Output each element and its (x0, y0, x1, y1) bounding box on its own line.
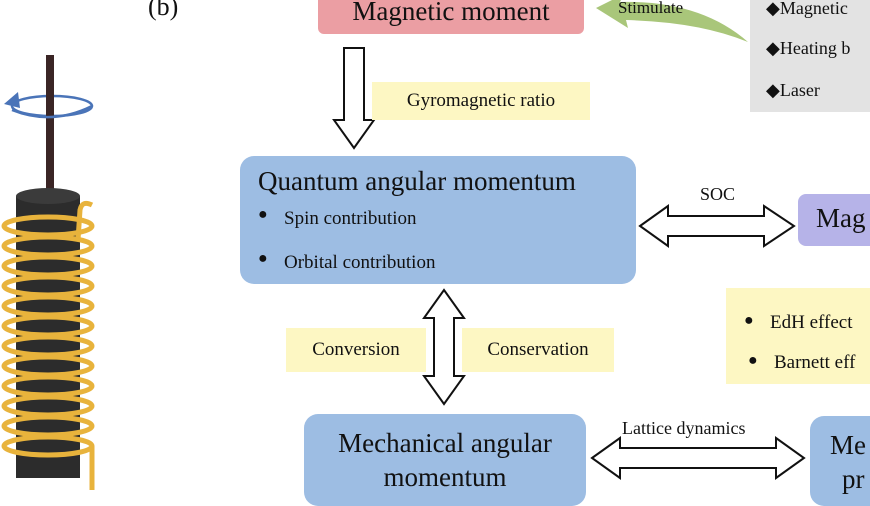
stimulate-arrow-icon (596, 0, 748, 42)
mechanical-property-box (810, 416, 870, 506)
conservation-bg (462, 328, 614, 372)
lattice-arrow (590, 436, 806, 480)
stimuli-panel (750, 0, 870, 112)
mag-label: Mag (816, 203, 866, 233)
me-label-line2: pr (842, 464, 865, 494)
spin-contribution: Spin contribution (284, 208, 417, 229)
stimulate-label: Stimulate (618, 0, 684, 17)
gyromagnetic-ratio-label: Gyromagnetic ratio (406, 90, 556, 111)
orbital-contribution: Orbital contribution (284, 252, 436, 273)
bullet-icon: ● (258, 250, 268, 267)
me-label-line1: Me (830, 430, 866, 460)
stimulus-item: ◆Heating b (766, 38, 851, 58)
bullet-icon: ● (744, 312, 754, 329)
double-arrow-icon (590, 436, 806, 480)
vertical-double-arrow-icon (422, 288, 466, 406)
rotation-arrow-icon (4, 92, 20, 108)
conservation-label: Conservation (487, 339, 589, 360)
effects-panel (726, 288, 870, 384)
lattice-dynamics-label: Lattice dynamics (622, 418, 746, 438)
conversion-arrow (422, 288, 466, 406)
coil-lead (75, 200, 94, 241)
magnetic-moment-box (318, 0, 584, 34)
gyro-down-arrow (332, 47, 376, 150)
mag-box (798, 194, 870, 246)
conversion-bg (286, 328, 426, 372)
double-arrow-icon (638, 204, 796, 248)
soc-arrow (638, 204, 796, 248)
conversion-label: Conversion (312, 339, 400, 360)
mechanical-title-line1: Mechanical angular (338, 428, 552, 458)
panel-label: (b) (148, 0, 179, 21)
coil-illustration (1, 55, 95, 490)
quantum-angular-momentum-box (240, 156, 636, 284)
edh-effect: EdH effect (770, 312, 853, 333)
core-top (16, 188, 80, 204)
stimulus-item: ◆Laser (766, 80, 820, 100)
rod-top (46, 55, 54, 200)
bullet-icon: ● (258, 206, 268, 223)
rotation-ring-front (11, 104, 93, 119)
magnetic-moment-label: Magnetic moment (352, 0, 550, 26)
stimulus-item: ◆Magnetic (766, 0, 848, 18)
bullet-icon: ● (748, 352, 758, 369)
down-arrow-icon (332, 47, 376, 150)
gyromagnetic-ratio-bg (372, 82, 590, 120)
quantum-title: Quantum angular momentum (258, 166, 576, 196)
mechanical-angular-momentum-box (304, 414, 586, 506)
stimulate-arrow (596, 0, 748, 42)
mechanical-title-line2: momentum (383, 462, 507, 492)
barnett-effect: Barnett eff (774, 352, 856, 373)
soc-label: SOC (700, 184, 736, 204)
